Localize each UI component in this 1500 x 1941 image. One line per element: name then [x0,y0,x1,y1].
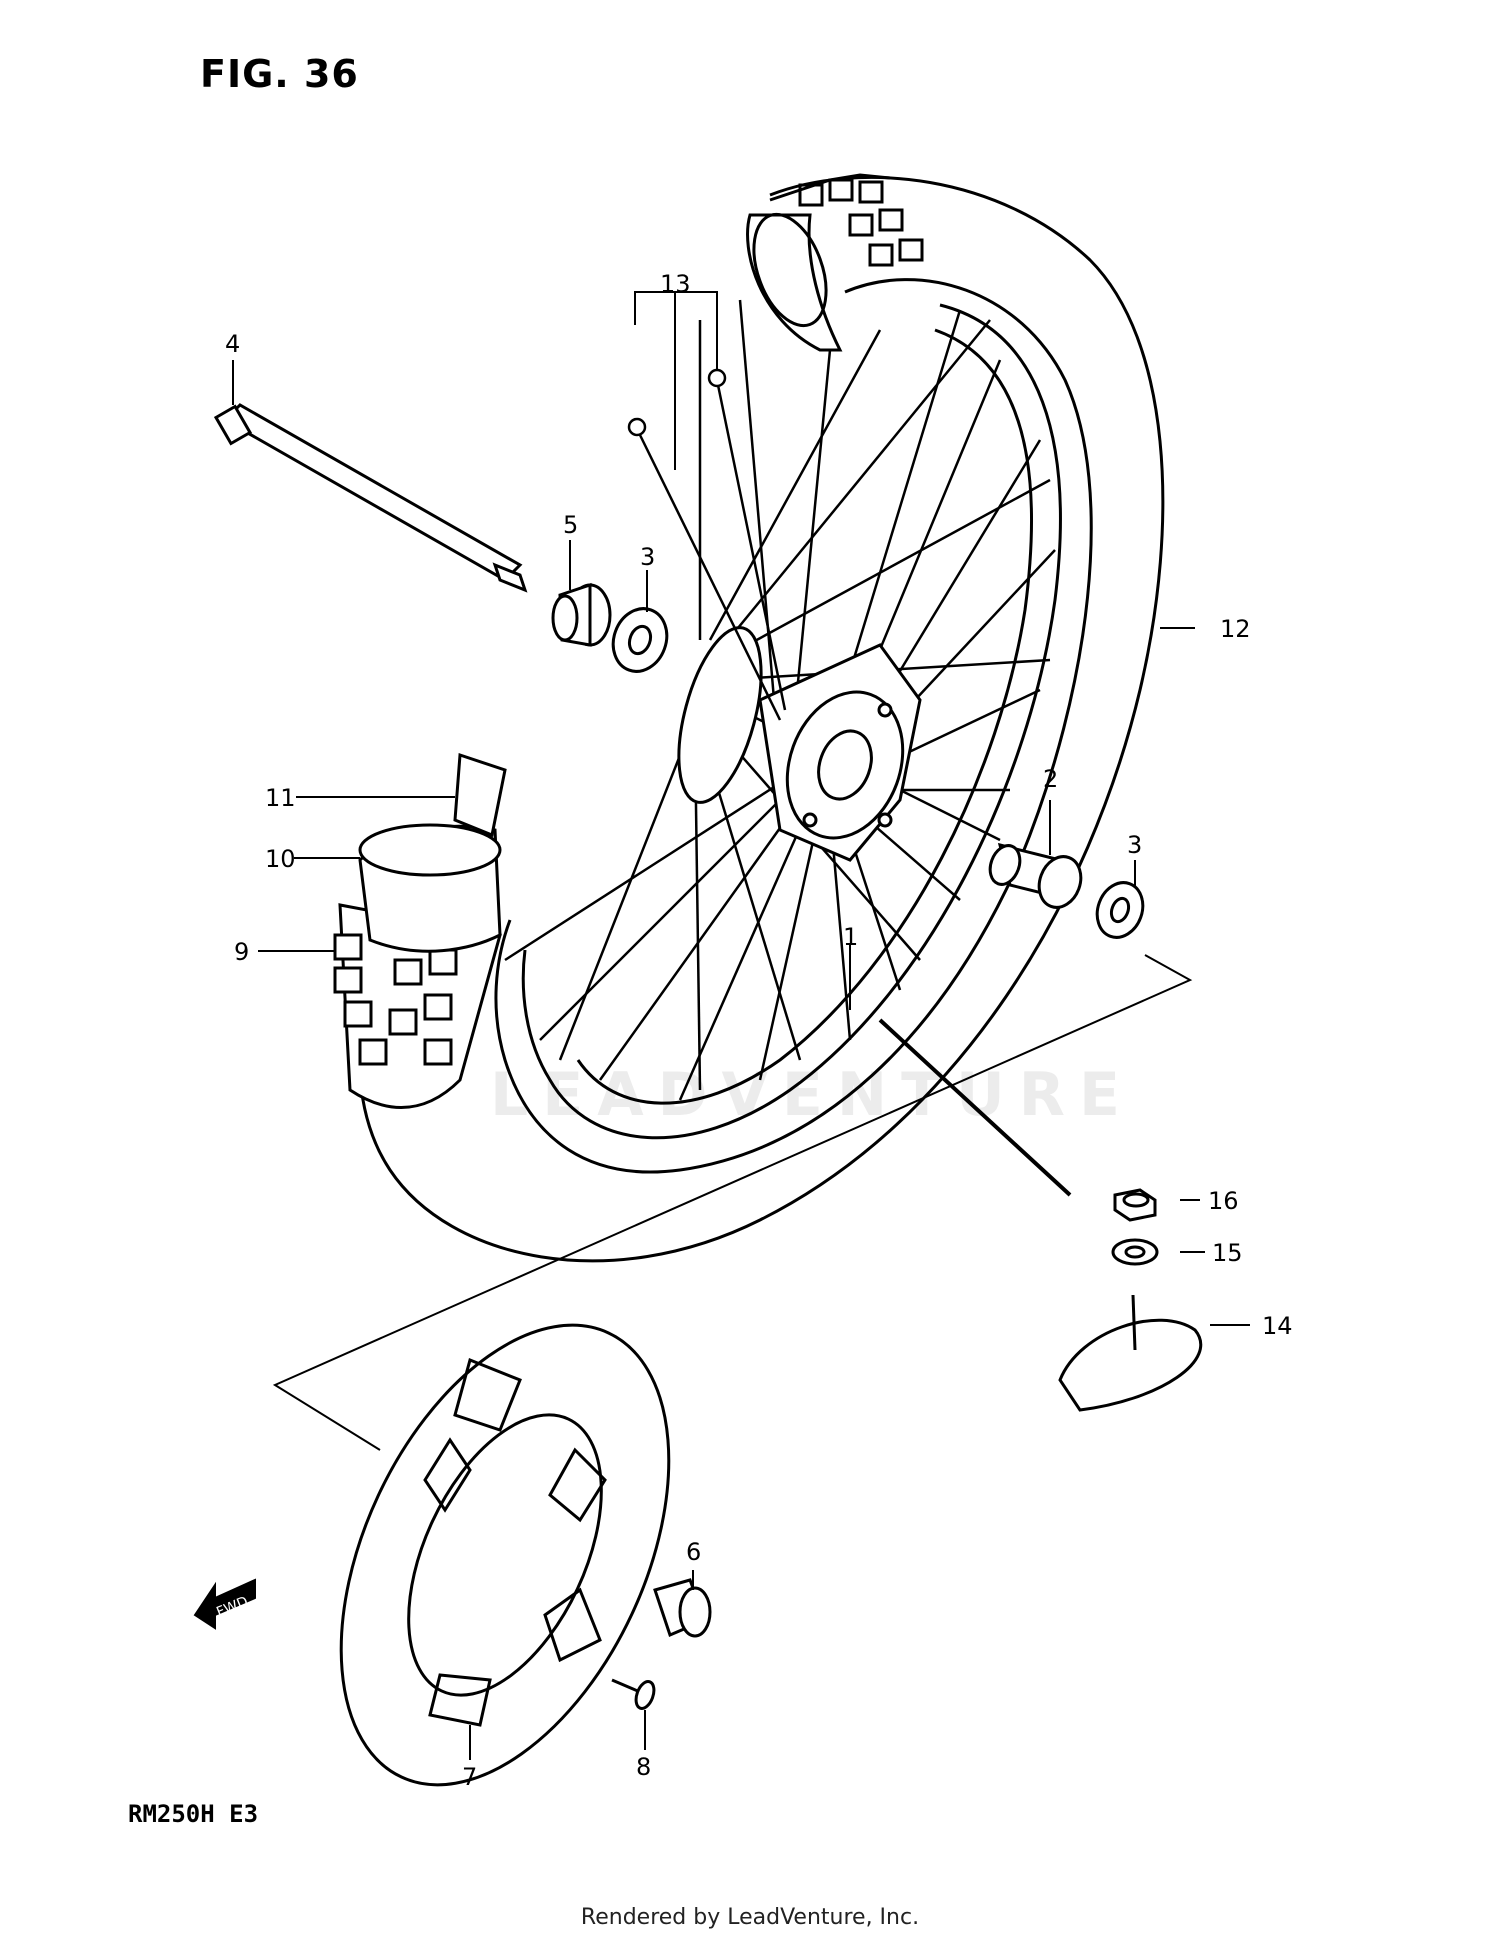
inner-tube-section[interactable] [358,823,502,953]
figure-title: FIG. 36 [200,52,359,96]
watermark: LEADVENTURE [490,1060,1134,1130]
model-label: RM250H E3 [128,1800,259,1828]
callout-7: 7 [462,1763,477,1791]
callout-11: 11 [265,784,296,812]
callout-13: 13 [660,270,691,298]
fwd-arrow-icon: FWD [193,1578,256,1630]
callout-4: 4 [225,330,240,358]
brake-disc[interactable] [275,1274,736,1836]
callout-2: 2 [1043,765,1058,793]
tire[interactable] [357,175,1165,1263]
callout-1: 1 [843,923,858,951]
callout-16: 16 [1208,1187,1239,1215]
callout-3-left: 3 [640,543,655,571]
washer[interactable] [1111,1238,1159,1266]
spacer-collar-left[interactable] [551,582,612,647]
tire-tread-section[interactable] [333,903,502,1109]
leader-lines [232,291,1250,1760]
rim[interactable] [521,303,1062,1140]
hub[interactable] [663,619,922,862]
bearing-left[interactable] [605,601,676,679]
callout-5: 5 [563,511,578,539]
axle[interactable] [213,403,528,593]
callout-15: 15 [1212,1239,1243,1267]
tire-cross-section-top [746,173,924,352]
collar-nut[interactable] [653,1578,712,1638]
spoke-and-nipple[interactable] [627,368,787,721]
callout-6: 6 [686,1538,701,1566]
callout-3-right: 3 [1127,831,1142,859]
callout-14: 14 [1262,1312,1293,1340]
callout-9: 9 [234,938,249,966]
callout-numbers: 1 2 3 3 4 5 6 7 8 9 10 11 12 13 14 15 16 [225,270,1293,1791]
callout-10: 10 [265,845,296,873]
footer-credit: Rendered by LeadVenture, Inc. [580,1905,920,1930]
rim-strip-section[interactable] [453,752,507,838]
rim-lock[interactable] [1058,1294,1203,1412]
spacer-right[interactable] [985,841,1088,913]
disc-bolt[interactable] [611,1678,657,1711]
nut[interactable] [1113,1188,1157,1222]
callout-12: 12 [1220,615,1251,643]
bearing-right[interactable] [1090,876,1150,944]
callout-8: 8 [636,1753,651,1781]
